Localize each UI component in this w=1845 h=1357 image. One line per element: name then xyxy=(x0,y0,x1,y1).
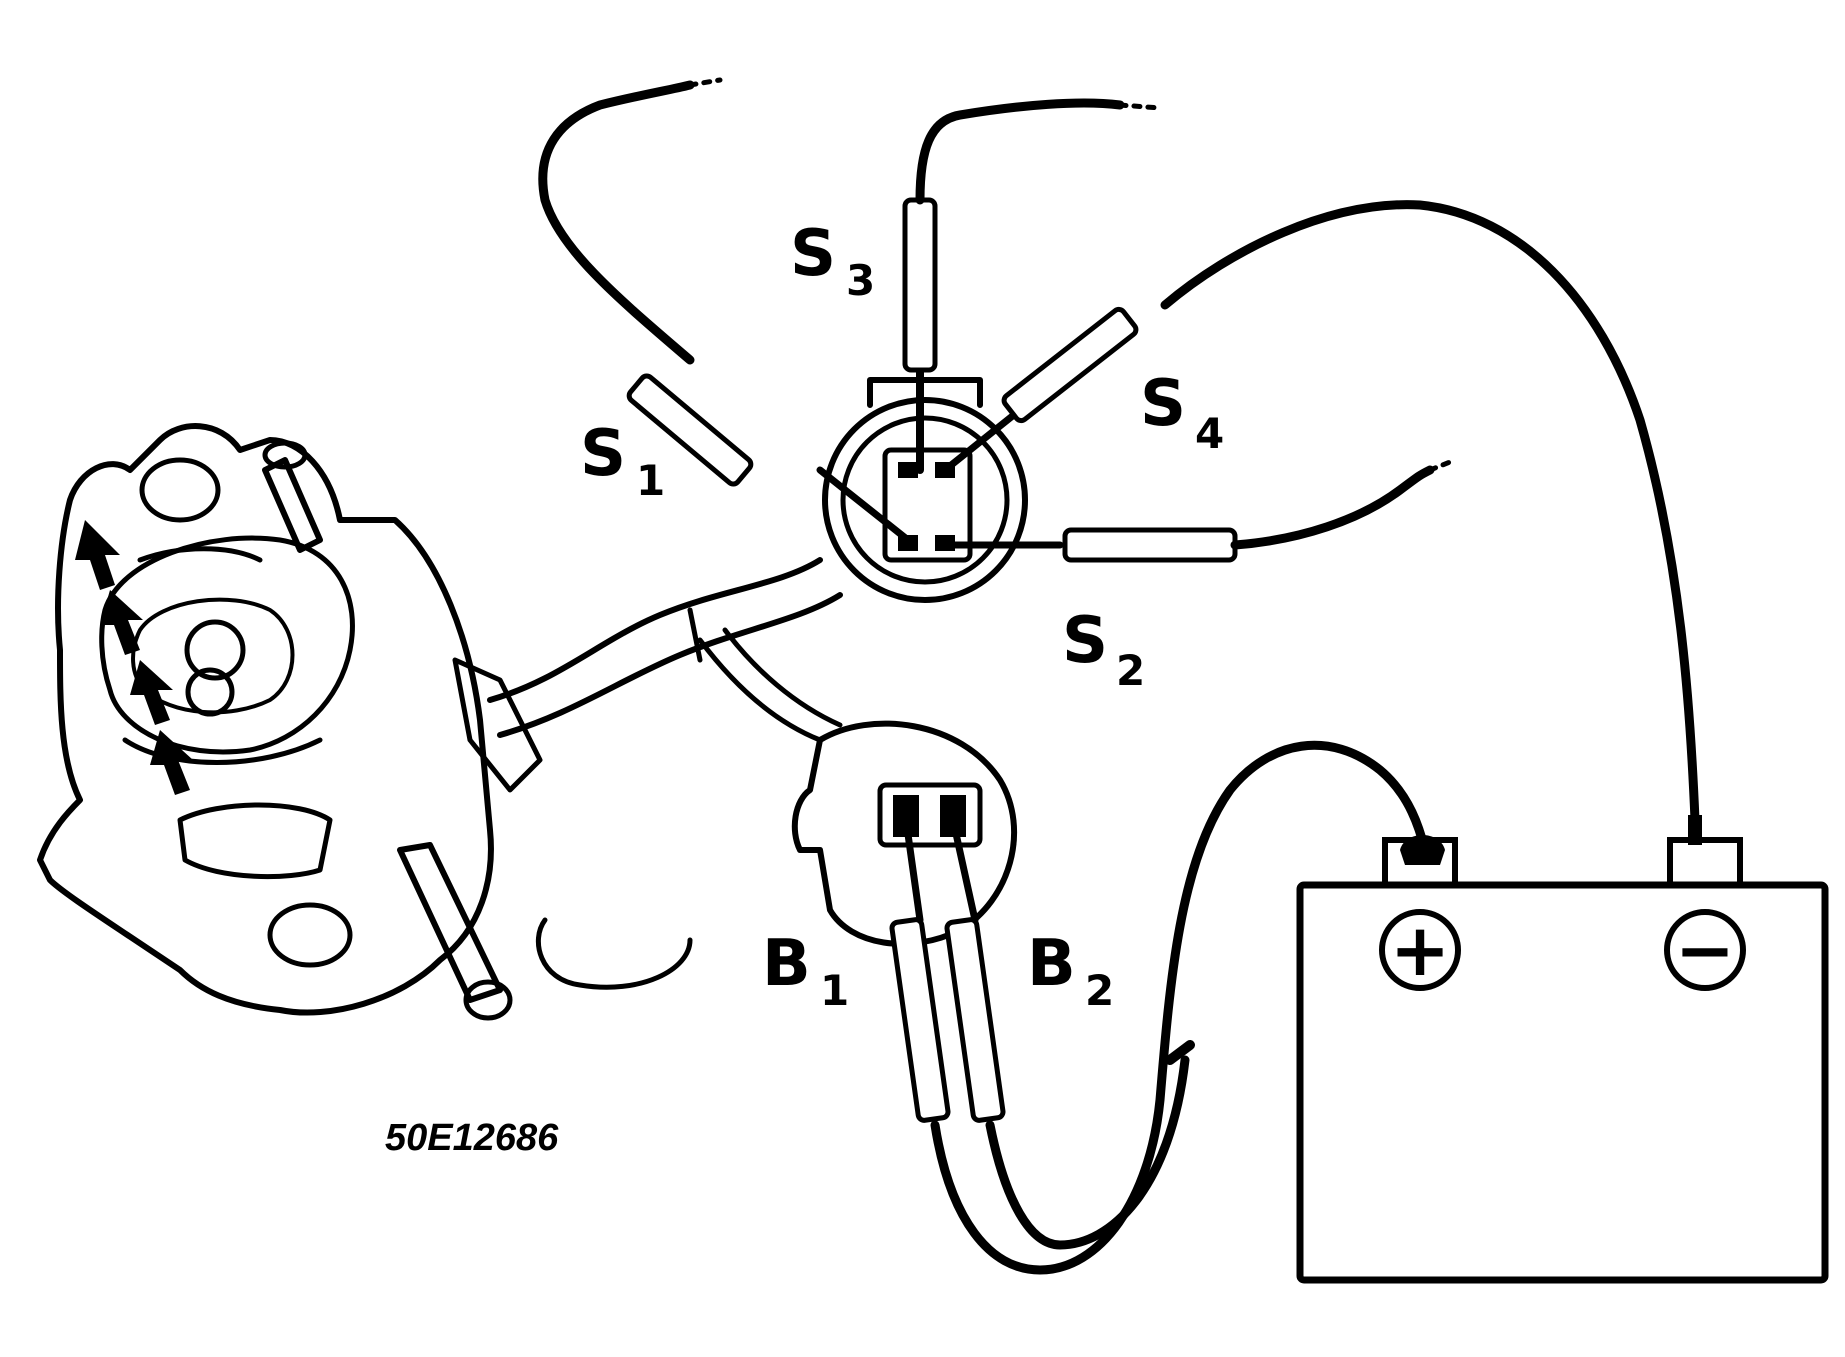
label-b2: B 2 xyxy=(1027,927,1114,1015)
label-b1-sub: 1 xyxy=(820,966,849,1015)
label-s3-main: S xyxy=(790,217,836,291)
jumper-lead xyxy=(930,740,1430,1275)
component-body xyxy=(37,423,693,1021)
label-s3: S 3 xyxy=(790,217,875,305)
probe-b1 xyxy=(889,816,951,1123)
battery: + − xyxy=(1296,815,1829,1284)
probe-s2 xyxy=(951,457,1458,563)
label-s2-main: S xyxy=(1062,604,1108,678)
probe-s4 xyxy=(941,200,1700,825)
figure-code: 50E12686 xyxy=(385,1117,559,1159)
label-b2-sub: 2 xyxy=(1085,966,1114,1015)
label-b2-main: B xyxy=(1027,927,1076,1001)
label-s4-main: S xyxy=(1140,367,1186,441)
label-s1-main: S xyxy=(580,417,626,491)
sensor-connector xyxy=(822,377,1028,603)
label-s4-sub: 4 xyxy=(1195,409,1224,458)
positive-sign: + xyxy=(1390,908,1450,992)
negative-sign: − xyxy=(1675,908,1735,992)
wire-harness xyxy=(487,557,843,743)
label-b1-main: B xyxy=(762,927,811,1001)
positive-terminal-symbol xyxy=(1379,909,1461,991)
label-s1: S 1 xyxy=(580,417,665,505)
label-b1: B 1 xyxy=(762,927,849,1015)
label-s3-sub: 3 xyxy=(846,256,875,305)
probe-s1 xyxy=(538,77,912,544)
label-s1-sub: 1 xyxy=(636,456,665,505)
label-s4: S 4 xyxy=(1140,367,1224,458)
negative-terminal-symbol xyxy=(1664,909,1746,991)
label-s2-sub: 2 xyxy=(1116,646,1145,695)
probe-b2 xyxy=(944,816,1006,1123)
label-s2: S 2 xyxy=(1062,604,1145,695)
probe-s3 xyxy=(902,98,1163,474)
